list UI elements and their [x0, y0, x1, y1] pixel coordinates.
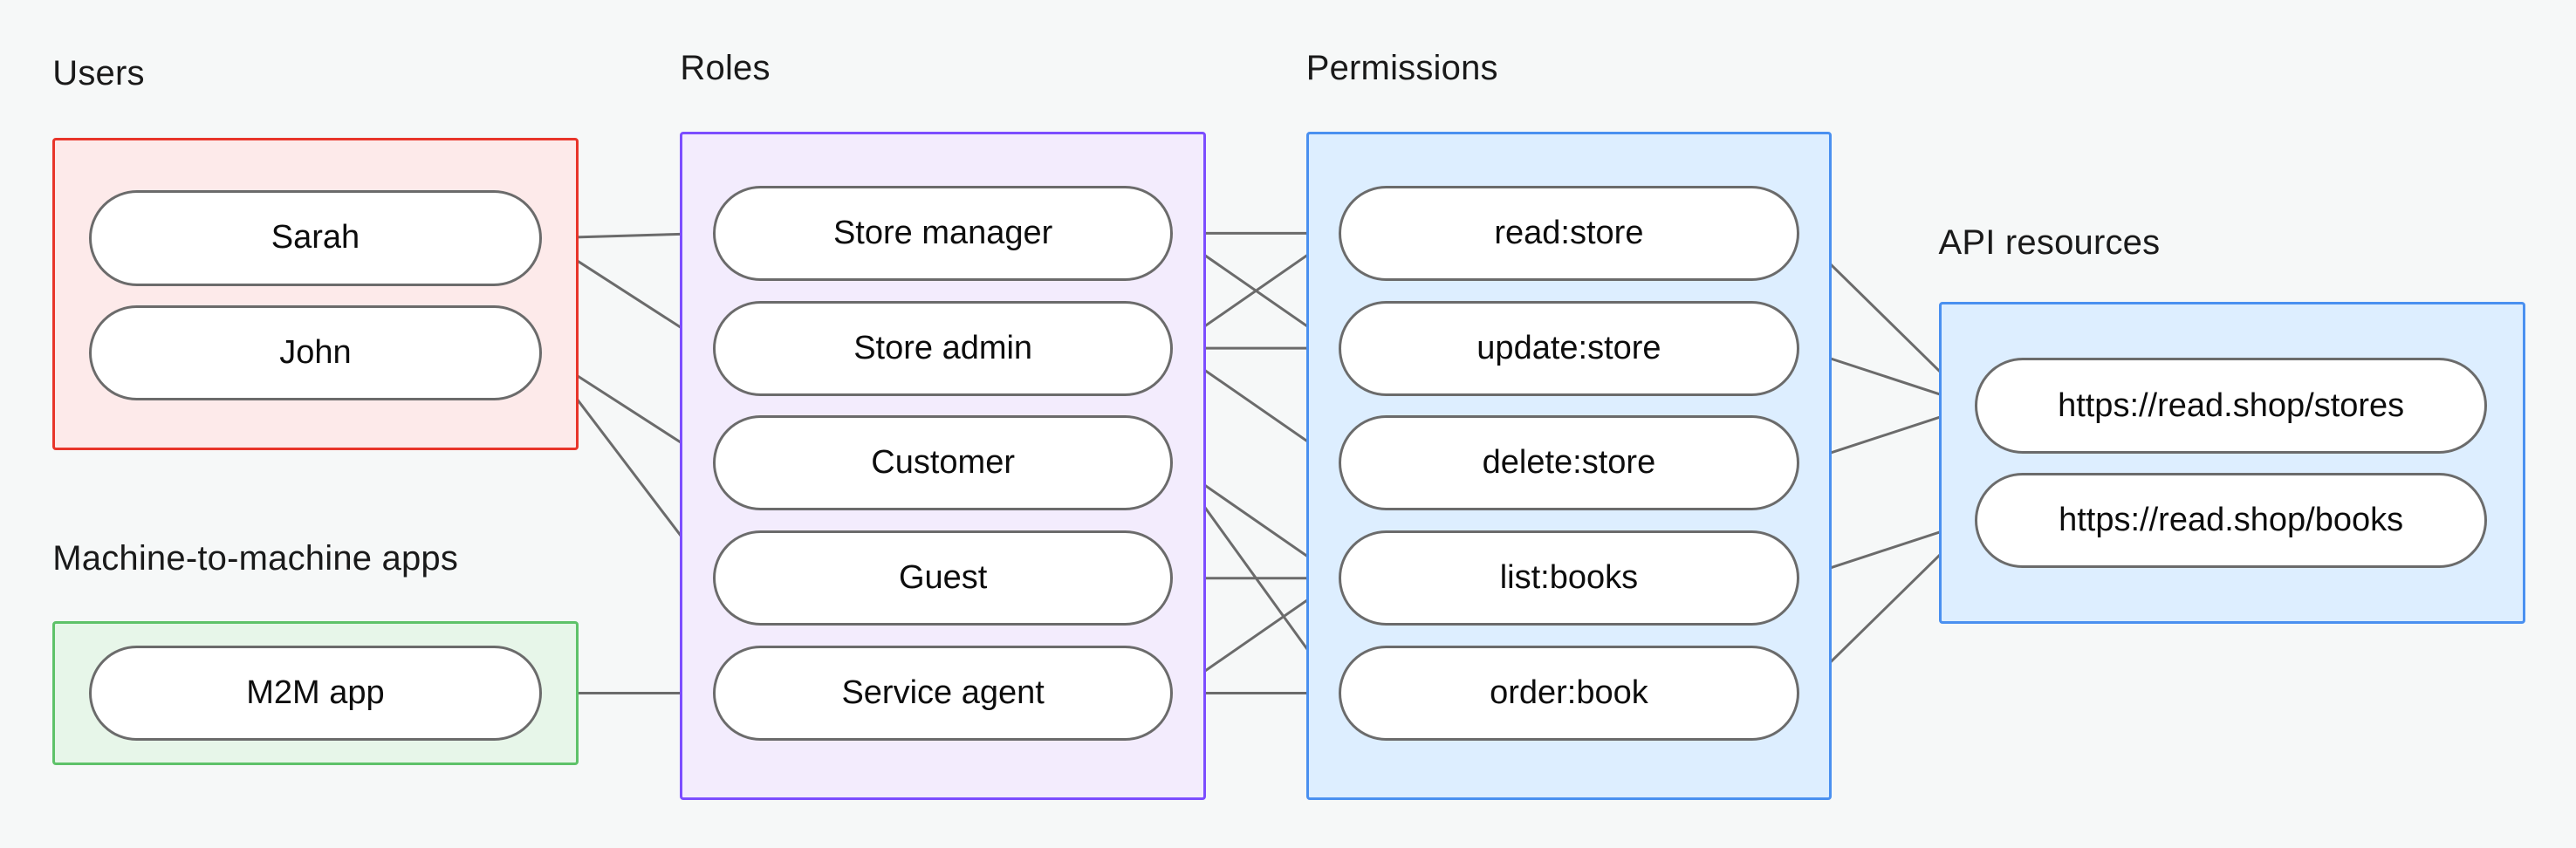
group-label-api-resources: API resources [1938, 223, 2161, 263]
node-label-list-books: list:books [1499, 559, 1639, 597]
node-label-res-books: https://read.shop/books [2059, 502, 2404, 539]
group-box-api-resources [1938, 302, 2525, 625]
node-update-store[interactable]: update:store [1339, 300, 1799, 396]
group-label-users: Users [52, 54, 145, 93]
node-label-m2m-app: M2M app [246, 674, 385, 711]
node-service-agent[interactable]: Service agent [713, 645, 1174, 742]
node-label-guest: Guest [898, 559, 988, 597]
node-label-res-stores: https://read.shop/stores [2058, 386, 2405, 424]
node-m2m-app[interactable]: M2M app [88, 645, 543, 742]
node-order-book[interactable]: order:book [1339, 645, 1799, 742]
node-guest[interactable]: Guest [713, 530, 1174, 626]
node-res-stores[interactable]: https://read.shop/stores [1974, 358, 2488, 454]
node-label-service-agent: Service agent [841, 674, 1045, 711]
node-john[interactable]: John [88, 305, 543, 401]
node-customer[interactable]: Customer [713, 415, 1174, 511]
node-label-john: John [279, 334, 352, 372]
node-read-store[interactable]: read:store [1339, 185, 1799, 281]
node-label-sarah: Sarah [271, 219, 360, 256]
group-label-permissions: Permissions [1305, 49, 1498, 88]
node-label-customer: Customer [871, 444, 1015, 482]
group-label-roles: Roles [680, 49, 771, 88]
node-store-admin[interactable]: Store admin [713, 300, 1174, 396]
node-delete-store[interactable]: delete:store [1339, 415, 1799, 511]
node-label-store-manager: Store manager [832, 214, 1053, 251]
node-res-books[interactable]: https://read.shop/books [1974, 473, 2488, 569]
node-store-manager[interactable]: Store manager [713, 185, 1174, 281]
node-label-update-store: update:store [1476, 329, 1661, 366]
node-label-order-book: order:book [1490, 674, 1648, 711]
node-sarah[interactable]: Sarah [88, 190, 543, 286]
node-list-books[interactable]: list:books [1339, 530, 1799, 626]
group-box-users [52, 138, 579, 450]
node-label-read-store: read:store [1494, 214, 1644, 251]
node-label-store-admin: Store admin [853, 329, 1033, 366]
group-label-m2m: Machine-to-machine apps [52, 538, 459, 578]
node-label-delete-store: delete:store [1482, 444, 1656, 482]
